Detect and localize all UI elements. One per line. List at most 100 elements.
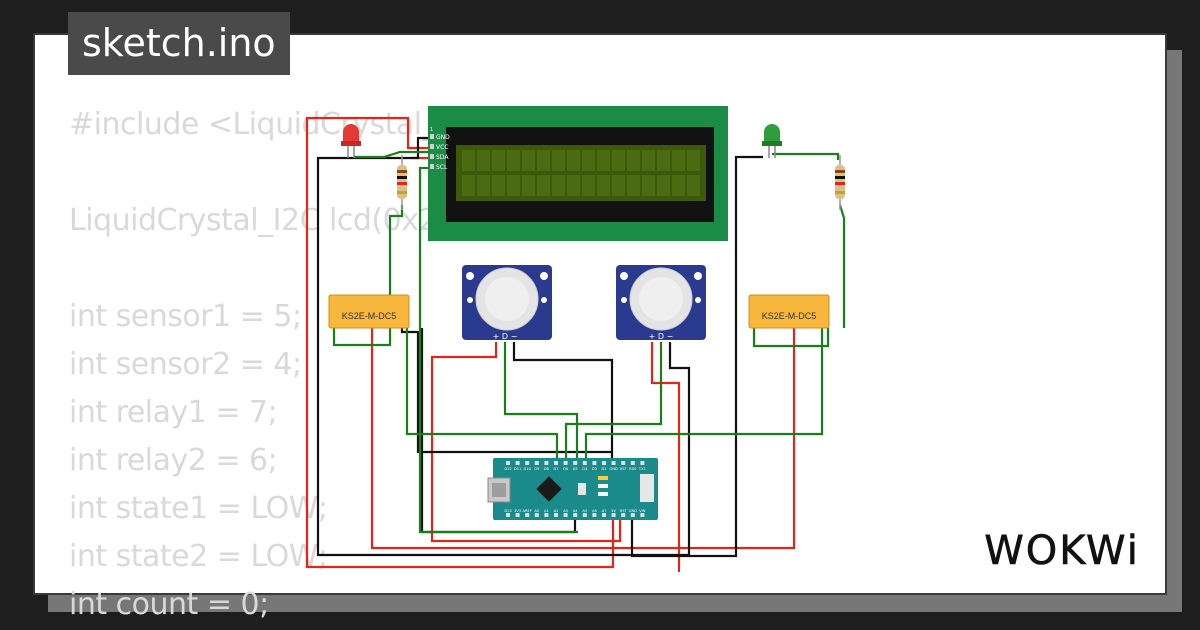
nano-pin [525,513,530,517]
wire-green [564,342,663,462]
lcd-cell [672,175,685,196]
nano-pin [582,461,587,465]
led-green-rim [762,141,782,146]
lcd-character-cells [462,150,700,196]
lcd-cell [642,175,655,196]
wire-green [584,328,824,462]
lcd-cell [657,175,670,196]
reset-button [578,483,586,495]
nano-pin-label: A0 [534,509,539,513]
pir-pin-labels: + D − [649,332,674,341]
wire-black [400,328,612,454]
lcd-cell [657,150,670,171]
wire-green [332,205,404,347]
nano-pin [554,513,558,517]
nano-pin [640,461,645,465]
resistor-1[interactable] [397,155,407,210]
lcd-cell [477,150,490,171]
nano-pin [563,513,568,517]
lcd-cell [537,150,550,171]
lcd-cell [552,150,565,171]
wire-red [650,342,681,572]
nano-pin [592,461,597,465]
sketch-title-tab[interactable]: sketch.ino [68,12,290,75]
nano-pin-label: GND [609,467,617,471]
lcd-pin-label: SDA [436,154,449,161]
code-line: int count = 0; [69,587,269,622]
code-line: int sensor1 = 5; [69,299,302,334]
lcd-pin [430,164,434,169]
nano-pin [573,513,578,517]
wire-green [354,150,428,159]
nano-pin [506,513,510,517]
nano-pin [611,461,616,465]
wire-green [503,342,579,462]
wires [305,116,846,572]
nano-pin-label: D8 [544,467,550,471]
lcd-cell [537,175,550,196]
nano-pin [554,461,558,465]
nano-pin-label: D12 [504,467,511,471]
led-red[interactable] [341,124,361,158]
nano-pin [592,513,597,517]
nano-pin [544,513,549,517]
pir-sensor-1[interactable]: + D − [462,265,552,341]
lcd-cell [642,150,655,171]
wire-black [316,136,691,557]
lcd-cell [477,175,490,196]
led-green-body [764,124,780,142]
relay-label: KS2E-M-DC5 [762,311,817,321]
nano-pin [573,461,578,465]
nano-pin-label: D7 [553,467,558,471]
lcd-cell [612,175,625,196]
nano-pin-label: RST [620,467,628,471]
lcd-cell [582,150,595,171]
nano-pin [630,461,635,465]
icsp-header [640,474,654,502]
nano-pin-label: A5 [582,509,587,513]
lcd-pin-label: GND [436,134,450,141]
nano-pin [534,461,539,465]
lcd-cell [582,175,595,196]
nano-pin-label: GND [629,509,637,513]
lcd-cell [567,150,580,171]
nano-pin [611,513,616,517]
pir-sensor-2[interactable]: + D − [616,265,706,341]
nano-pin-label: VIN [639,509,646,513]
wire-green [418,166,578,534]
nano-pin-label: A3 [563,509,568,513]
led-green[interactable] [762,124,782,158]
nano-pin-label: D5 [573,467,578,471]
lcd-cell [507,175,520,196]
nano-pin-label: 5V [611,509,616,513]
lcd-cell [462,150,475,171]
nano-pin-label: A1 [544,509,549,513]
nano-pin [621,461,626,465]
code-line: int relay2 = 6; [69,443,278,478]
nano-pin [506,461,510,465]
nano-pin-label: D10 [524,467,532,471]
nano-pin-label: D3 [592,467,597,471]
nano-pin-label: A6 [592,509,597,513]
nano-pin-label: AREF [523,509,532,513]
nano-pin-label: D4 [582,467,588,471]
relay-2[interactable]: KS2E-M-DC5 [748,294,830,329]
wokwi-logo[interactable]: WOKWi [976,525,1148,577]
nano-pin-label: D2 [601,467,606,471]
nano-pin-label: D9 [534,467,540,471]
wokwi-logo-text: WOKWi [984,528,1140,574]
lcd-cell [567,175,580,196]
nano-pin [602,461,606,465]
lcd-cell [612,150,625,171]
wire-black [630,155,763,558]
nano-pin [602,513,606,517]
resistor-2[interactable] [835,155,845,210]
nano-pin-label: A4 [573,509,578,513]
nano-pin [563,461,568,465]
relay-1[interactable]: KS2E-M-DC5 [328,294,410,329]
lcd-cell [687,150,700,171]
